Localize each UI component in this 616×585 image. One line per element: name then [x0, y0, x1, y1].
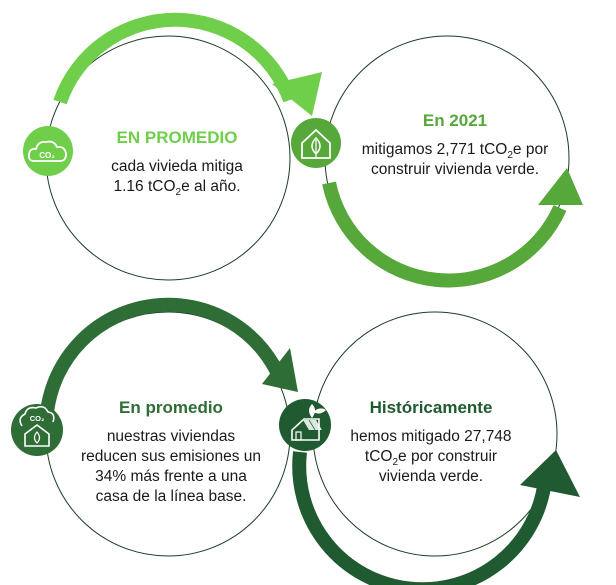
card-3-line-1: nuestras viviendas	[106, 428, 236, 445]
card-4-line-3: vivienda verde.	[378, 468, 484, 485]
card-4-text: Históricamente hemos mitigado 27,748 tCO…	[336, 397, 526, 487]
card-3-heading: En promedio	[119, 398, 223, 417]
arrowhead-3	[262, 348, 298, 392]
card-2-body: mitigamos 2,771 tCO2e por construir vivi…	[345, 140, 565, 180]
card-3-line-4: casa de la línea base.	[95, 488, 247, 505]
svg-text:CO₂: CO₂	[39, 151, 55, 160]
card-3-line-3: 34% más frente a una	[95, 468, 247, 485]
card-3-body: nuestras viviendas reducen sus emisiones…	[76, 427, 266, 507]
arrowhead-2	[538, 168, 583, 205]
svg-text:CO₂: CO₂	[30, 414, 45, 423]
card-4-heading: Históricamente	[369, 398, 493, 417]
card-1-text: EN PROMEDIO cada vivieda mitiga 1.16 tCO…	[92, 127, 262, 199]
card-1-line-1: cada vivieda mitiga	[111, 158, 243, 175]
arrowhead-1	[272, 72, 322, 116]
card-1-line-2: 1.16 tCO2e al año.	[113, 178, 241, 199]
card-3-line-2: reducen sus emisiones un	[80, 448, 262, 465]
card-2-heading: En 2021	[422, 111, 488, 130]
house-leaf-icon	[291, 118, 341, 168]
solar-house-icon	[279, 399, 331, 451]
card-4-body: hemos mitigado 27,748 tCO2e por construi…	[336, 427, 526, 487]
card-2-line-2: construir vivienda verde.	[371, 161, 539, 178]
card-1-body: cada vivieda mitiga 1.16 tCO2e al año.	[92, 157, 262, 199]
card-3-text: En promedio nuestras viviendas reducen s…	[76, 397, 266, 507]
co2-house-cloud-icon: CO₂	[11, 404, 63, 456]
card-2-text: En 2021 mitigamos 2,771 tCO2e por constr…	[345, 110, 565, 180]
card-1-heading: EN PROMEDIO	[116, 128, 238, 147]
arc-arrow-4	[292, 451, 552, 585]
card-2-line-1: mitigamos 2,771 tCO2e por	[361, 141, 549, 162]
co2-cloud-icon: CO₂	[23, 126, 73, 176]
card-4-line-2: tCO2e por construir	[364, 448, 498, 469]
arc-arrow-3	[40, 297, 289, 413]
arc-arrow-1	[53, 12, 297, 105]
arc-arrow-2	[322, 181, 567, 288]
card-4-line-1: hemos mitigado 27,748	[350, 428, 512, 445]
arrowhead-4	[520, 450, 580, 497]
